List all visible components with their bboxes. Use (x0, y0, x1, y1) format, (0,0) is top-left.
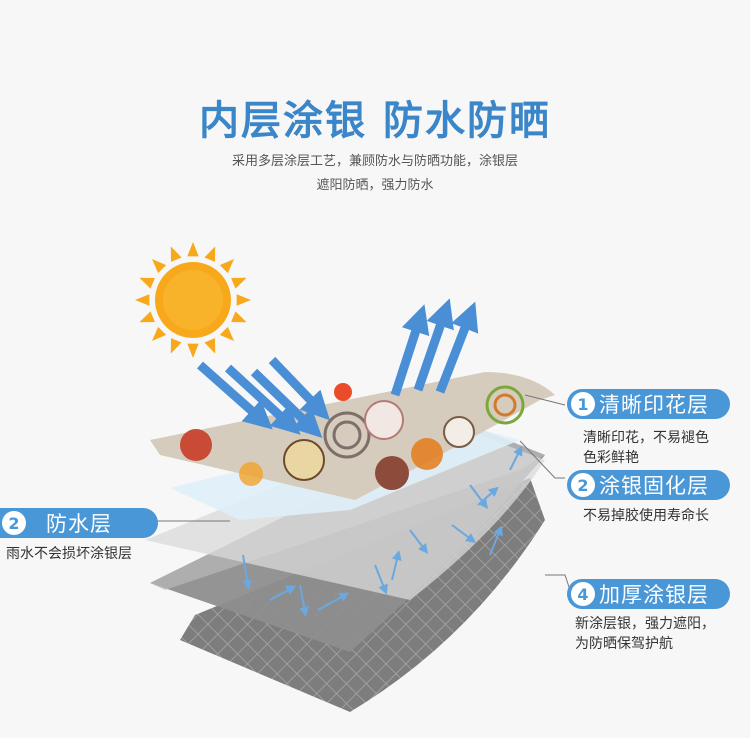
sun-ray (204, 338, 216, 354)
sun-ray (151, 326, 167, 342)
page-title: 内层涂银 防水防晒 (199, 98, 551, 144)
sun-ray (219, 258, 235, 274)
arrow (390, 304, 430, 397)
printed-layer (150, 372, 555, 500)
arrow (391, 550, 402, 581)
small-arrows (242, 445, 523, 617)
page-subtitle: 采用多层涂层工艺，兼顾防水与防晒功能，涂银层 遮阳防晒，强力防水 (231, 154, 518, 193)
arrow (489, 525, 503, 556)
arrow (509, 445, 523, 471)
arrow (269, 585, 297, 601)
arrow (435, 301, 479, 394)
sun-ray (236, 294, 251, 306)
sun-ray (139, 277, 155, 289)
layer-desc-print: 清晰印花，不易褪色 色彩鲜艳 (583, 430, 709, 466)
sun-ray (204, 246, 216, 262)
layer-pill-print: 1 清晰印花层 (567, 389, 730, 419)
arrow (409, 529, 428, 554)
sun-ray (187, 343, 199, 358)
sun-ray (151, 258, 167, 274)
arrow (477, 486, 499, 506)
sun-ray (170, 246, 182, 262)
sun-ray (187, 242, 199, 257)
sun-ray (135, 294, 150, 306)
sun-ray (139, 311, 155, 323)
arrow (268, 356, 330, 421)
arrow (299, 584, 310, 617)
arrow-up-icon (390, 298, 479, 397)
arrow (197, 361, 273, 430)
arrow (242, 554, 253, 590)
sun-icon (155, 262, 231, 338)
layer-desc-silver: 不易掉胶使用寿命长 (583, 508, 709, 524)
arrow (413, 298, 454, 392)
layer-desc-waterproof: 雨水不会损坏涂银层 (6, 546, 132, 562)
layer-pill-waterproof: 2 防水层 (0, 508, 158, 538)
layer-pill-thick: 4 加厚涂银层 (567, 579, 730, 609)
arrow (451, 524, 476, 543)
layer-desc-thick: 新涂层银，强力遮阳， 为防晒保驾护航 (575, 616, 715, 652)
arrow (317, 592, 350, 611)
sun-ray (231, 277, 247, 289)
sun-ray (231, 311, 247, 323)
layer-pill-silver: 2 涂银固化层 (567, 470, 730, 500)
sun-ray (170, 338, 182, 354)
arrow-down-icon (197, 356, 330, 439)
arrow (374, 564, 388, 595)
arrow (224, 364, 301, 435)
sun-ray (219, 326, 235, 342)
